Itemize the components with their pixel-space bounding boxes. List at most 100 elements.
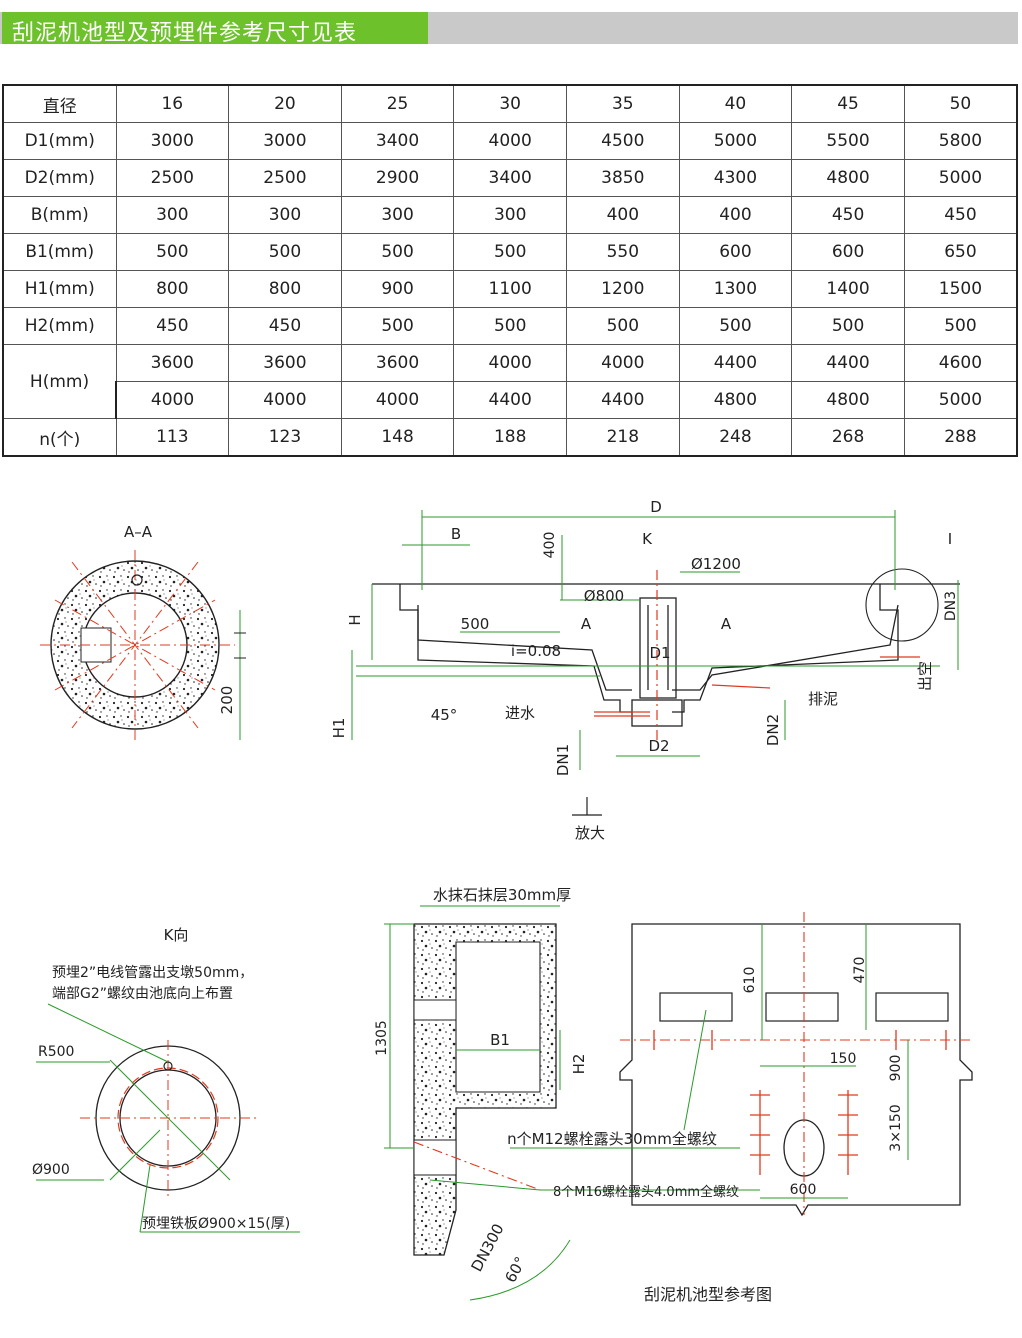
table-row-label: B1(mm) [2,233,117,271]
label-DN1: DN1 [554,744,572,776]
bolt-150: 150 [830,1051,857,1067]
table-row-label: D2(mm) [2,159,117,197]
table-cell: 300 [228,196,342,234]
drawing-area: A–A 200 D B 400 [32,498,973,1304]
table-header-cell: 45 [791,84,905,123]
table-cell: 2500 [115,159,230,197]
table-cell: 500 [903,307,1018,345]
aa-dim-200: 200 [218,686,236,715]
table-cell: 4800 [791,159,905,197]
table-cell: 3000 [115,122,230,160]
table-cell: 500 [228,233,342,271]
label-D: D [650,498,662,516]
label-enlarge: 放大 [575,824,605,842]
table-cell: 4400 [678,344,793,382]
table-cell: 113 [115,418,230,457]
table-cell: 3600 [228,344,342,382]
table-cell: 3850 [566,159,680,197]
table-cell: 500 [453,307,567,345]
table-cell: 500 [453,233,567,271]
table-cell: 3600 [340,344,455,382]
table-cell: 5000 [678,122,793,160]
table-cell: 5000 [903,381,1018,419]
label-DN3: DN3 [943,591,959,621]
k-phi900: Ø900 [32,1162,70,1178]
table-cell: 450 [791,196,905,234]
table-cell: 3400 [340,122,455,160]
label-I: I [948,530,952,548]
table-cell: 4000 [340,381,455,419]
label-H: H [346,614,364,625]
k-plate: 预埋铁板Ø900×15(厚) [142,1216,290,1232]
table-row-label: B(mm) [2,196,117,234]
table-cell: 400 [566,196,680,234]
table-cell: 1100 [453,270,567,308]
label-H1: H1 [330,718,348,739]
label-inlet: 进水 [505,704,535,722]
bolt-layout [510,912,973,1217]
table-cell: 450 [115,307,230,345]
table-cell: 300 [340,196,455,234]
aa-title: A–A [124,523,153,541]
bolt-900: 900 [888,1055,904,1082]
table-row-label: n(个) [2,418,117,457]
k-r500: R500 [38,1044,74,1060]
table-cell: 5500 [791,122,905,160]
k-view [36,1003,300,1233]
table-cell: 500 [678,307,793,345]
table-cell: 650 [903,233,1018,271]
table-cell: 2500 [228,159,342,197]
table-header-cell: 35 [566,84,680,123]
table-cell: 4000 [228,381,342,419]
table-cell: 123 [228,418,342,457]
label-45: 45° [431,706,458,724]
table-header-cell: 50 [903,84,1018,123]
page-title: 刮泥机池型及预埋件参考尺寸见表 [12,21,358,46]
table-cell: 1200 [566,270,680,308]
table-cell: 3000 [228,122,342,160]
table-cell: 4000 [566,344,680,382]
label-D2: D2 [648,737,669,755]
detail-plaster: 水抹石抹层30mm厚 [433,886,571,904]
detail-1305: 1305 [374,1020,390,1056]
table-cell: 5800 [903,122,1018,160]
label-sludge: 排泥 [808,690,838,708]
detail-60: 60° [501,1254,529,1286]
table-cell: 148 [340,418,455,457]
table-cell: 4400 [791,344,905,382]
table-cell: 800 [228,270,342,308]
table-cell: 4400 [453,381,567,419]
table-cell: 4800 [678,381,793,419]
bolt-m16: 8个M16螺栓露头4.0mm全螺纹 [553,1184,739,1200]
k-note-2: 端部G2”螺纹由池底向上布置 [52,986,233,1002]
table-cell: 1400 [791,270,905,308]
label-drain: 出空 [916,661,934,691]
table-header-cell: 20 [228,84,342,123]
table-cell: 3600 [115,344,230,382]
label-K: K [642,530,653,548]
table-cell: 4800 [791,381,905,419]
table-row-label: H2(mm) [2,307,117,345]
table-cell: 1300 [678,270,793,308]
detail-view [384,905,571,1301]
table-header-label: 直径 [2,84,117,123]
table-cell: 500 [115,233,230,271]
table-cell: 248 [678,418,793,457]
bolt-3x150: 3×150 [888,1104,904,1151]
detail-DN300: DN300 [468,1221,508,1275]
table-cell: 300 [453,196,567,234]
table-cell: 288 [903,418,1018,457]
table-cell: 900 [340,270,455,308]
table-cell: 800 [115,270,230,308]
table-cell: 2900 [340,159,455,197]
label-A-right: A [721,615,732,633]
table-cell: 268 [791,418,905,457]
detail-B1: B1 [490,1031,510,1049]
table-cell: 550 [566,233,680,271]
bolt-470: 470 [852,957,868,984]
